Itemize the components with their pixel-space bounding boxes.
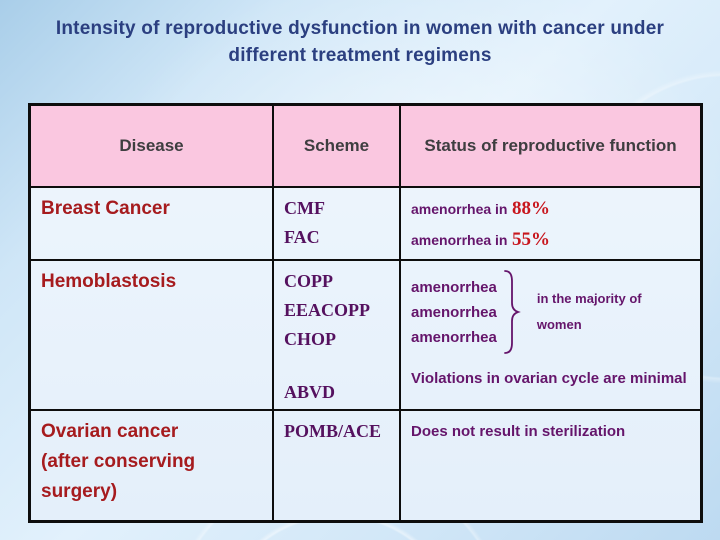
amenorrhea-prefix: amenorrhea in bbox=[411, 232, 508, 248]
amenorrhea-word: amenorrhea bbox=[411, 303, 497, 321]
disease-name: Hemoblastosis bbox=[41, 271, 177, 292]
scheme-abvd: ABVD bbox=[284, 382, 336, 402]
table-row-breast-schemes: CMF FAC bbox=[274, 188, 401, 261]
amenorrhea-prefix: amenorrhea in bbox=[411, 201, 508, 217]
disease-name: Ovarian cancer (after conserving surgery… bbox=[41, 421, 196, 502]
amenorrhea-brace-group: amenorrhea amenorrhea amenorrhea in the … bbox=[411, 269, 690, 355]
scheme-eeacopp: EEACOPP bbox=[284, 300, 371, 320]
amenorrhea-list: amenorrhea amenorrhea amenorrhea bbox=[411, 275, 497, 350]
brace-note-line1: in the majority of bbox=[536, 291, 642, 306]
table-row-hemoblastosis-schemes: COPP EEACOPP CHOP ABVD bbox=[274, 261, 401, 411]
table-row-ovarian-scheme: POMB/ACE bbox=[274, 411, 401, 520]
scheme-chop: CHOP bbox=[284, 329, 336, 349]
header-disease: Disease bbox=[31, 106, 274, 188]
table-row-hemoblastosis-status: amenorrhea amenorrhea amenorrhea in the … bbox=[401, 261, 700, 411]
scheme-copp: COPP bbox=[284, 271, 333, 291]
status-line-cmf: amenorrhea in 88% bbox=[411, 194, 690, 225]
curly-brace-icon bbox=[503, 270, 521, 354]
table-row-hemoblastosis-disease: Hemoblastosis bbox=[31, 261, 274, 411]
header-disease-label: Disease bbox=[119, 136, 184, 155]
scheme-pombace: POMB/ACE bbox=[284, 421, 381, 441]
amenorrhea-word: amenorrhea bbox=[411, 278, 497, 296]
scheme-cmf: CMF bbox=[284, 198, 325, 218]
table-row-ovarian-disease: Ovarian cancer (after conserving surgery… bbox=[31, 411, 274, 520]
status-line-fac: amenorrhea in 55% bbox=[411, 225, 690, 256]
table-row-breast-status: amenorrhea in 88% amenorrhea in 55% bbox=[401, 188, 700, 261]
brace-note: in the majority of women bbox=[537, 286, 642, 338]
ovarian-status-text: Does not result in sterilization bbox=[411, 423, 626, 440]
slide-title: Intensity of reproductive dysfunction in… bbox=[30, 16, 690, 69]
table-row-ovarian-status: Does not result in sterilization bbox=[401, 411, 700, 520]
brace-note-line2: women bbox=[536, 317, 582, 332]
treatment-table: Disease Scheme Status of reproductive fu… bbox=[28, 103, 703, 523]
table-row-breast-disease: Breast Cancer bbox=[31, 188, 274, 261]
abvd-status-text: Violations in ovarian cycle are minimal bbox=[411, 370, 687, 387]
header-scheme: Scheme bbox=[274, 106, 401, 188]
header-status-label: Status of reproductive function bbox=[424, 136, 677, 155]
disease-name: Breast Cancer bbox=[41, 198, 170, 219]
amenorrhea-percent: 88% bbox=[511, 198, 550, 219]
amenorrhea-percent: 55% bbox=[511, 229, 550, 250]
slide-title-text: Intensity of reproductive dysfunction in… bbox=[55, 18, 665, 66]
amenorrhea-word: amenorrhea bbox=[411, 328, 497, 346]
scheme-fac: FAC bbox=[284, 227, 320, 247]
header-scheme-label: Scheme bbox=[303, 136, 370, 155]
header-status: Status of reproductive function bbox=[401, 106, 700, 188]
